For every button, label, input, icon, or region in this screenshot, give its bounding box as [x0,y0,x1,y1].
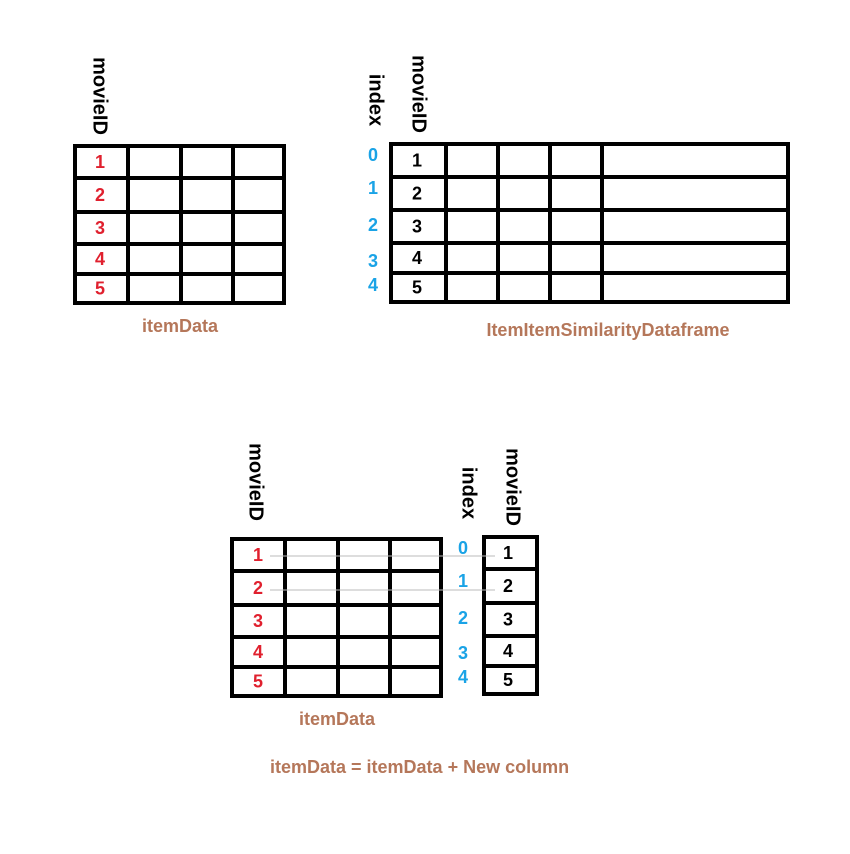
index-value: 3 [368,251,378,271]
index-header: index [365,74,387,126]
movie-id-cell: 5 [95,278,105,298]
movie-id-cell: 4 [253,642,263,662]
movieid-header: movieID [245,443,267,521]
index-value: 1 [368,178,378,198]
similarity-border [389,142,790,304]
index-value: 2 [368,215,378,235]
movie-id-cell: 4 [95,249,105,269]
movie-id-cell: 5 [253,671,263,691]
movie-id-cell: 2 [253,578,263,598]
item-data-bottom-table: movieID 1 2 3 4 5 itemData [230,443,443,729]
movie-id-cell: 3 [503,609,513,629]
movie-id-cell: 1 [95,152,105,172]
index-value: 1 [458,571,468,591]
movie-id-cell: 2 [95,185,105,205]
new-column-border [482,535,539,696]
movie-id-cell: 3 [253,611,263,631]
movie-id-cell: 1 [253,545,263,565]
movieid-header: movieID [89,57,111,135]
movie-id-cell: 2 [412,183,422,203]
index-value: 0 [458,538,468,558]
index-value: 4 [458,667,468,687]
movieid-header: movieID [408,55,430,133]
movie-id-cell: 3 [412,216,422,236]
index-value: 0 [368,145,378,165]
movieid-header: movieID [502,448,524,526]
item-data-top-table: movieID 1 2 3 4 5 itemData [73,57,286,336]
movie-id-cell: 3 [95,218,105,238]
index-value: 4 [368,275,378,295]
similarity-table: index movieID 0 1 2 3 4 1 2 3 4 5ItemItemSimilarity… [365,55,790,340]
similarity-caption: ItemItemSimilarityDataframe [486,320,729,340]
movie-id-cell: 4 [412,248,422,268]
item-data-caption: itemData [142,316,219,336]
movie-id-cell: 4 [503,641,513,661]
movie-id-cell: 1 [503,543,513,563]
movie-id-cell: 5 [412,277,422,297]
movie-id-cell: 5 [503,670,513,690]
new-column-table: index movieID 0 1 2 3 4 1 2 3 4 5 [458,448,539,696]
index-value: 3 [458,643,468,663]
movie-id-cell: 2 [503,576,513,596]
movie-id-cell: 1 [412,150,422,170]
index-value: 2 [458,608,468,628]
item-data-caption: itemData [299,709,376,729]
equation-caption: itemData = itemData + New column [270,757,569,777]
index-header: index [458,467,480,519]
